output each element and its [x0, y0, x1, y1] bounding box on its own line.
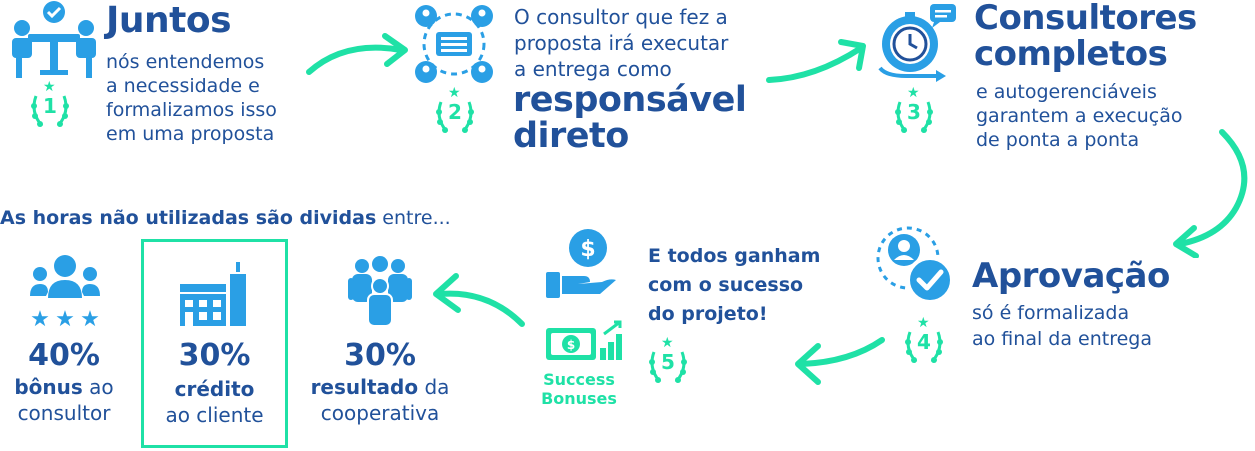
step-4-description: só é formalizada ao final da entrega: [972, 302, 1152, 350]
cash-growth-icon: $: [546, 320, 622, 360]
step-2-intro: O consultor que fez a proposta irá execu…: [514, 5, 729, 81]
laurel-icon: [905, 331, 943, 363]
step-4-laurel-badge: ★ 4: [900, 314, 948, 370]
split-item-cliente: 30% crédito ao cliente: [141, 239, 288, 448]
split-item-percent: 30%: [178, 338, 251, 373]
step-1-description: nós entendemos a necessidade e formaliza…: [106, 51, 277, 145]
flow-arrow-4-5: [795, 337, 885, 385]
step-2-icon-wrap: [414, 4, 494, 84]
flow-arrow-5-split: [433, 273, 525, 327]
svg-text:$: $: [567, 338, 575, 352]
cooperative-group-icon: [348, 256, 412, 327]
step-4-number: 4: [917, 330, 931, 354]
step-4-icon-wrap: [874, 224, 960, 310]
people-stars-icon: ★ ★ ★: [30, 255, 100, 328]
svg-text:$: $: [580, 237, 595, 262]
step-2-number: 2: [448, 100, 462, 124]
step-1-icon-wrap: [8, 0, 100, 82]
step-2-emphasis: responsável direto: [513, 80, 747, 156]
split-intro-rest: entre...: [376, 207, 451, 229]
split-item-consultor: ★ ★ ★ 40% bônus ao consultor: [0, 252, 128, 432]
step-2-laurel-badge: ★ 2: [431, 84, 479, 140]
step-3-description: e autogerenciáveis garantem a execução d…: [976, 81, 1183, 151]
flow-arrow-1-2: [306, 33, 408, 75]
split-item-percent: 30%: [344, 338, 416, 373]
step-3-laurel-badge: ★ 3: [890, 84, 938, 140]
split-item-description: resultado da cooperativa: [310, 375, 450, 425]
step-5-laurel-badge: ★ 5: [644, 334, 692, 390]
step-3-icon-wrap: [876, 2, 960, 82]
star-icon: ★: [661, 334, 674, 350]
success-bonuses-label: Success Bonuses: [541, 370, 617, 408]
split-item-percent: 40%: [28, 338, 100, 373]
factory-icon: [180, 262, 246, 326]
stopwatch-icon: [878, 4, 956, 82]
split-intro: As horas não utilizadas são dividas entr…: [0, 206, 451, 230]
step-1-title: Juntos: [106, 0, 232, 41]
laurel-icon: [895, 101, 933, 133]
connected-team-icon: [415, 5, 493, 83]
flow-arrow-2-3: [766, 39, 866, 83]
success-bonuses-icon-wrap: $: [544, 320, 626, 364]
split-intro-bold: As horas não utilizadas são dividas: [0, 207, 377, 229]
step-5-icon-wrap: $: [544, 228, 618, 300]
star-icon: ★: [907, 84, 920, 100]
money-hand-icon: $: [546, 229, 616, 298]
split-item-cooperativa: 30% resultado da cooperativa: [298, 252, 462, 432]
split-item-description: bônus ao consultor: [14, 375, 114, 425]
svg-text:★: ★: [80, 307, 100, 328]
flow-arrow-3-4: [1173, 129, 1248, 258]
step-3-title: Consultores completos: [974, 0, 1197, 74]
svg-text:★: ★: [30, 307, 50, 328]
star-icon: ★: [448, 84, 461, 100]
step-4-title: Aprovação: [972, 256, 1170, 296]
step-1-number: 1: [43, 94, 57, 118]
step-1-laurel-badge: ★ 1: [26, 78, 74, 134]
laurel-icon: [31, 95, 69, 127]
star-icon: ★: [43, 78, 56, 94]
split-item-description: crédito ao cliente: [165, 377, 264, 427]
laurel-icon: [436, 101, 474, 133]
step-5-number: 5: [661, 350, 675, 374]
approval-check-icon: [876, 226, 954, 304]
svg-text:★: ★: [55, 307, 75, 328]
team-meeting-icon: [12, 1, 96, 78]
step-5-description: E todos ganham com o sucesso do projeto!: [648, 245, 821, 325]
laurel-icon: [649, 351, 687, 383]
star-icon: ★: [917, 314, 930, 330]
step-3-number: 3: [907, 100, 921, 124]
